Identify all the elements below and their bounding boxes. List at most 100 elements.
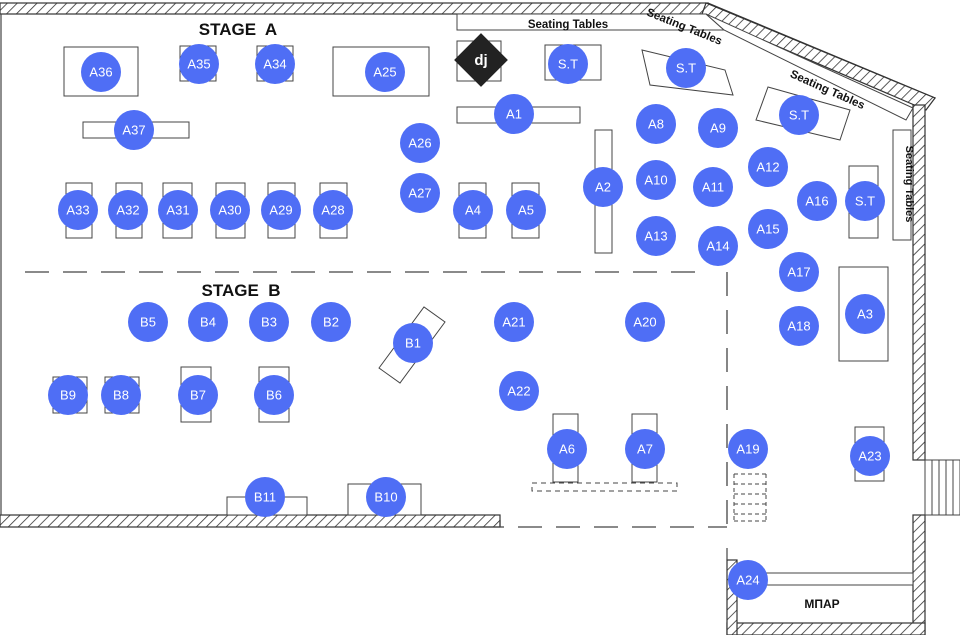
seat-marker[interactable] [393, 323, 433, 363]
seat-marker[interactable] [748, 147, 788, 187]
seat-a22[interactable]: A22 [499, 371, 539, 411]
seat-a15[interactable]: A15 [748, 209, 788, 249]
seat-marker[interactable] [636, 104, 676, 144]
seat-marker[interactable] [494, 94, 534, 134]
seat-marker[interactable] [845, 181, 885, 221]
seat-a21[interactable]: A21 [494, 302, 534, 342]
seat-b1[interactable]: B1 [393, 323, 433, 363]
seat-marker[interactable] [499, 371, 539, 411]
seat-a30[interactable]: A30 [210, 190, 250, 230]
seat-b9[interactable]: B9 [48, 375, 88, 415]
seat-st4[interactable]: S.T [845, 181, 885, 221]
seat-marker[interactable] [583, 167, 623, 207]
seat-a4[interactable]: A4 [453, 190, 493, 230]
seat-a27[interactable]: A27 [400, 173, 440, 213]
seat-a2[interactable]: A2 [583, 167, 623, 207]
seat-marker[interactable] [58, 190, 98, 230]
seat-marker[interactable] [693, 167, 733, 207]
seat-marker[interactable] [48, 375, 88, 415]
seat-b10[interactable]: B10 [366, 477, 406, 517]
seat-marker[interactable] [178, 375, 218, 415]
seat-marker[interactable] [366, 477, 406, 517]
seat-a10[interactable]: A10 [636, 160, 676, 200]
seat-a36[interactable]: A36 [81, 52, 121, 92]
seat-marker[interactable] [261, 190, 301, 230]
seat-a28[interactable]: A28 [313, 190, 353, 230]
seat-marker[interactable] [625, 302, 665, 342]
seat-marker[interactable] [101, 375, 141, 415]
seat-a18[interactable]: A18 [779, 306, 819, 346]
seat-marker[interactable] [625, 429, 665, 469]
seat-marker[interactable] [494, 302, 534, 342]
seat-marker[interactable] [254, 375, 294, 415]
seat-a34[interactable]: A34 [255, 44, 295, 84]
seat-marker[interactable] [400, 123, 440, 163]
seat-b2[interactable]: B2 [311, 302, 351, 342]
seat-marker[interactable] [779, 306, 819, 346]
seat-a3[interactable]: A3 [845, 294, 885, 334]
seat-a12[interactable]: A12 [748, 147, 788, 187]
seat-marker[interactable] [255, 44, 295, 84]
seat-marker[interactable] [313, 190, 353, 230]
seat-a20[interactable]: A20 [625, 302, 665, 342]
seat-marker[interactable] [728, 560, 768, 600]
seat-marker[interactable] [666, 48, 706, 88]
seat-a31[interactable]: A31 [158, 190, 198, 230]
seat-marker[interactable] [249, 302, 289, 342]
seat-marker[interactable] [636, 216, 676, 256]
seat-a1[interactable]: A1 [494, 94, 534, 134]
seat-a23[interactable]: A23 [850, 436, 890, 476]
seat-marker[interactable] [108, 190, 148, 230]
seat-marker[interactable] [453, 190, 493, 230]
seat-a14[interactable]: A14 [698, 226, 738, 266]
seat-st2[interactable]: S.T [666, 48, 706, 88]
seat-a8[interactable]: A8 [636, 104, 676, 144]
seat-st3[interactable]: S.T [779, 95, 819, 135]
seat-a26[interactable]: A26 [400, 123, 440, 163]
seat-a6[interactable]: A6 [547, 429, 587, 469]
seat-marker[interactable] [179, 44, 219, 84]
seat-a16[interactable]: A16 [797, 181, 837, 221]
seat-marker[interactable] [311, 302, 351, 342]
seat-a19[interactable]: A19 [728, 429, 768, 469]
seat-marker[interactable] [728, 429, 768, 469]
seat-marker[interactable] [158, 190, 198, 230]
seat-marker[interactable] [748, 209, 788, 249]
seat-b8[interactable]: B8 [101, 375, 141, 415]
seat-marker[interactable] [797, 181, 837, 221]
seat-a33[interactable]: A33 [58, 190, 98, 230]
seat-marker[interactable] [128, 302, 168, 342]
seat-marker[interactable] [779, 95, 819, 135]
seat-b11[interactable]: B11 [245, 477, 285, 517]
seat-marker[interactable] [698, 108, 738, 148]
seat-marker[interactable] [547, 429, 587, 469]
seat-marker[interactable] [210, 190, 250, 230]
seat-a9[interactable]: A9 [698, 108, 738, 148]
seat-a32[interactable]: A32 [108, 190, 148, 230]
seat-marker[interactable] [548, 44, 588, 84]
seat-a13[interactable]: A13 [636, 216, 676, 256]
seat-b4[interactable]: B4 [188, 302, 228, 342]
seat-a37[interactable]: A37 [114, 110, 154, 150]
seat-b6[interactable]: B6 [254, 375, 294, 415]
seat-marker[interactable] [506, 190, 546, 230]
seat-a11[interactable]: A11 [693, 167, 733, 207]
seat-marker[interactable] [81, 52, 121, 92]
seat-a25[interactable]: A25 [365, 52, 405, 92]
seat-st1[interactable]: S.T [548, 44, 588, 84]
seat-a29[interactable]: A29 [261, 190, 301, 230]
seat-marker[interactable] [779, 252, 819, 292]
seat-marker[interactable] [114, 110, 154, 150]
seat-b5[interactable]: B5 [128, 302, 168, 342]
seat-a5[interactable]: A5 [506, 190, 546, 230]
seat-a24[interactable]: A24 [728, 560, 768, 600]
seat-marker[interactable] [400, 173, 440, 213]
seat-b7[interactable]: B7 [178, 375, 218, 415]
seat-marker[interactable] [636, 160, 676, 200]
seat-marker[interactable] [845, 294, 885, 334]
seat-marker[interactable] [365, 52, 405, 92]
seat-a17[interactable]: A17 [779, 252, 819, 292]
seat-marker[interactable] [245, 477, 285, 517]
seat-marker[interactable] [188, 302, 228, 342]
seat-marker[interactable] [850, 436, 890, 476]
